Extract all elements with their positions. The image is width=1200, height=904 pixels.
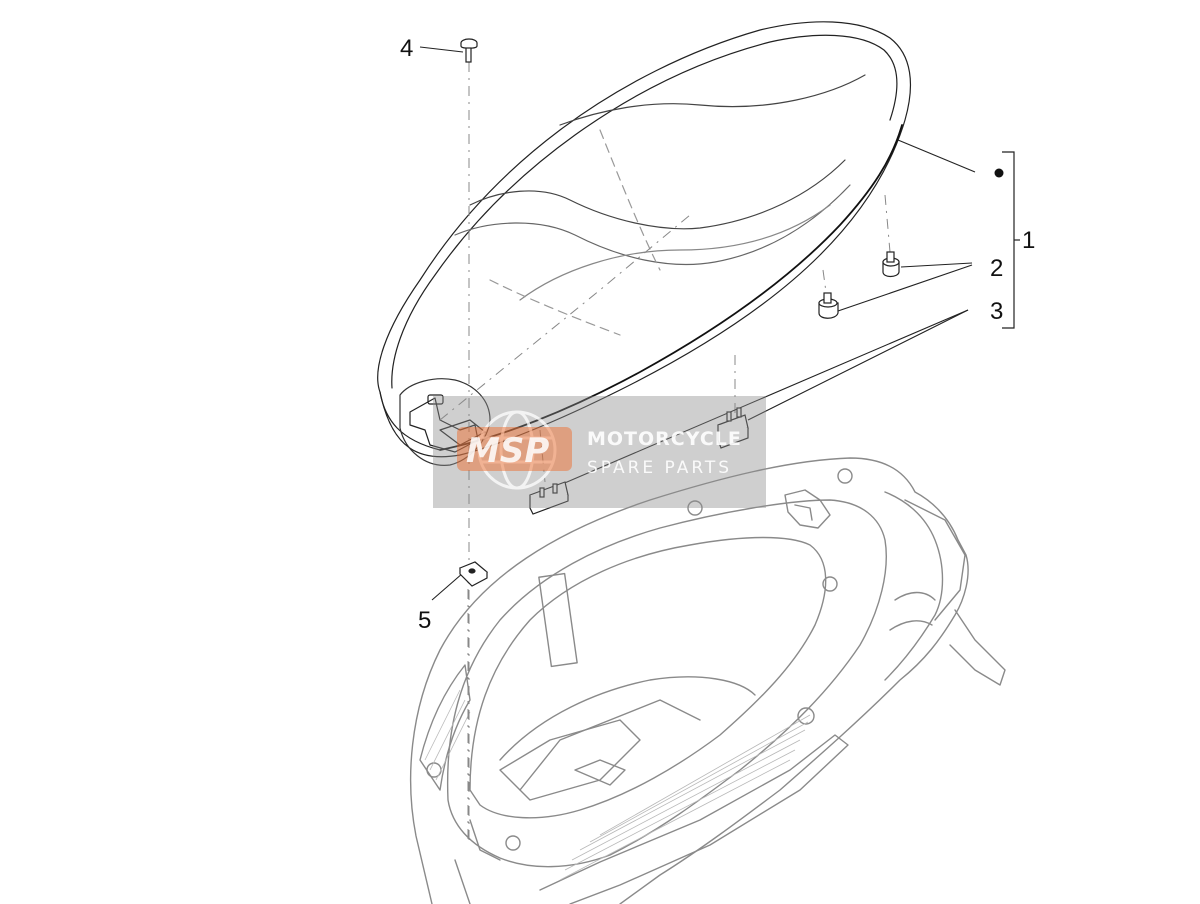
frame-body [409, 457, 1006, 904]
clip-nut-icon [458, 561, 489, 587]
callout-5: 5 [418, 607, 431, 634]
watermark-logo-band [457, 427, 572, 471]
spacer-part-icon [529, 407, 749, 515]
callout-3: 3 [990, 298, 1003, 325]
assembly-bracket [1002, 151, 1020, 329]
watermark-subtitle: SPARE PARTS [587, 458, 732, 478]
frame-grille-pattern [424, 689, 811, 881]
watermark-title: MOTORCYCLE [587, 428, 742, 450]
screw-icon [460, 38, 478, 63]
globe-logo-icon [477, 410, 557, 490]
callout-2: 2 [990, 255, 1003, 282]
watermark-logo-text: MSP [466, 431, 549, 471]
leader-lines [419, 46, 976, 601]
watermark: MSP MOTORCYCLE SPARE PARTS [433, 396, 766, 508]
rubber-bumper-icon [818, 251, 900, 319]
assembly-dot-marker [994, 168, 1004, 178]
watermark-background [433, 396, 766, 508]
callout-1: 1 [1022, 227, 1035, 254]
callout-4: 4 [400, 35, 413, 62]
